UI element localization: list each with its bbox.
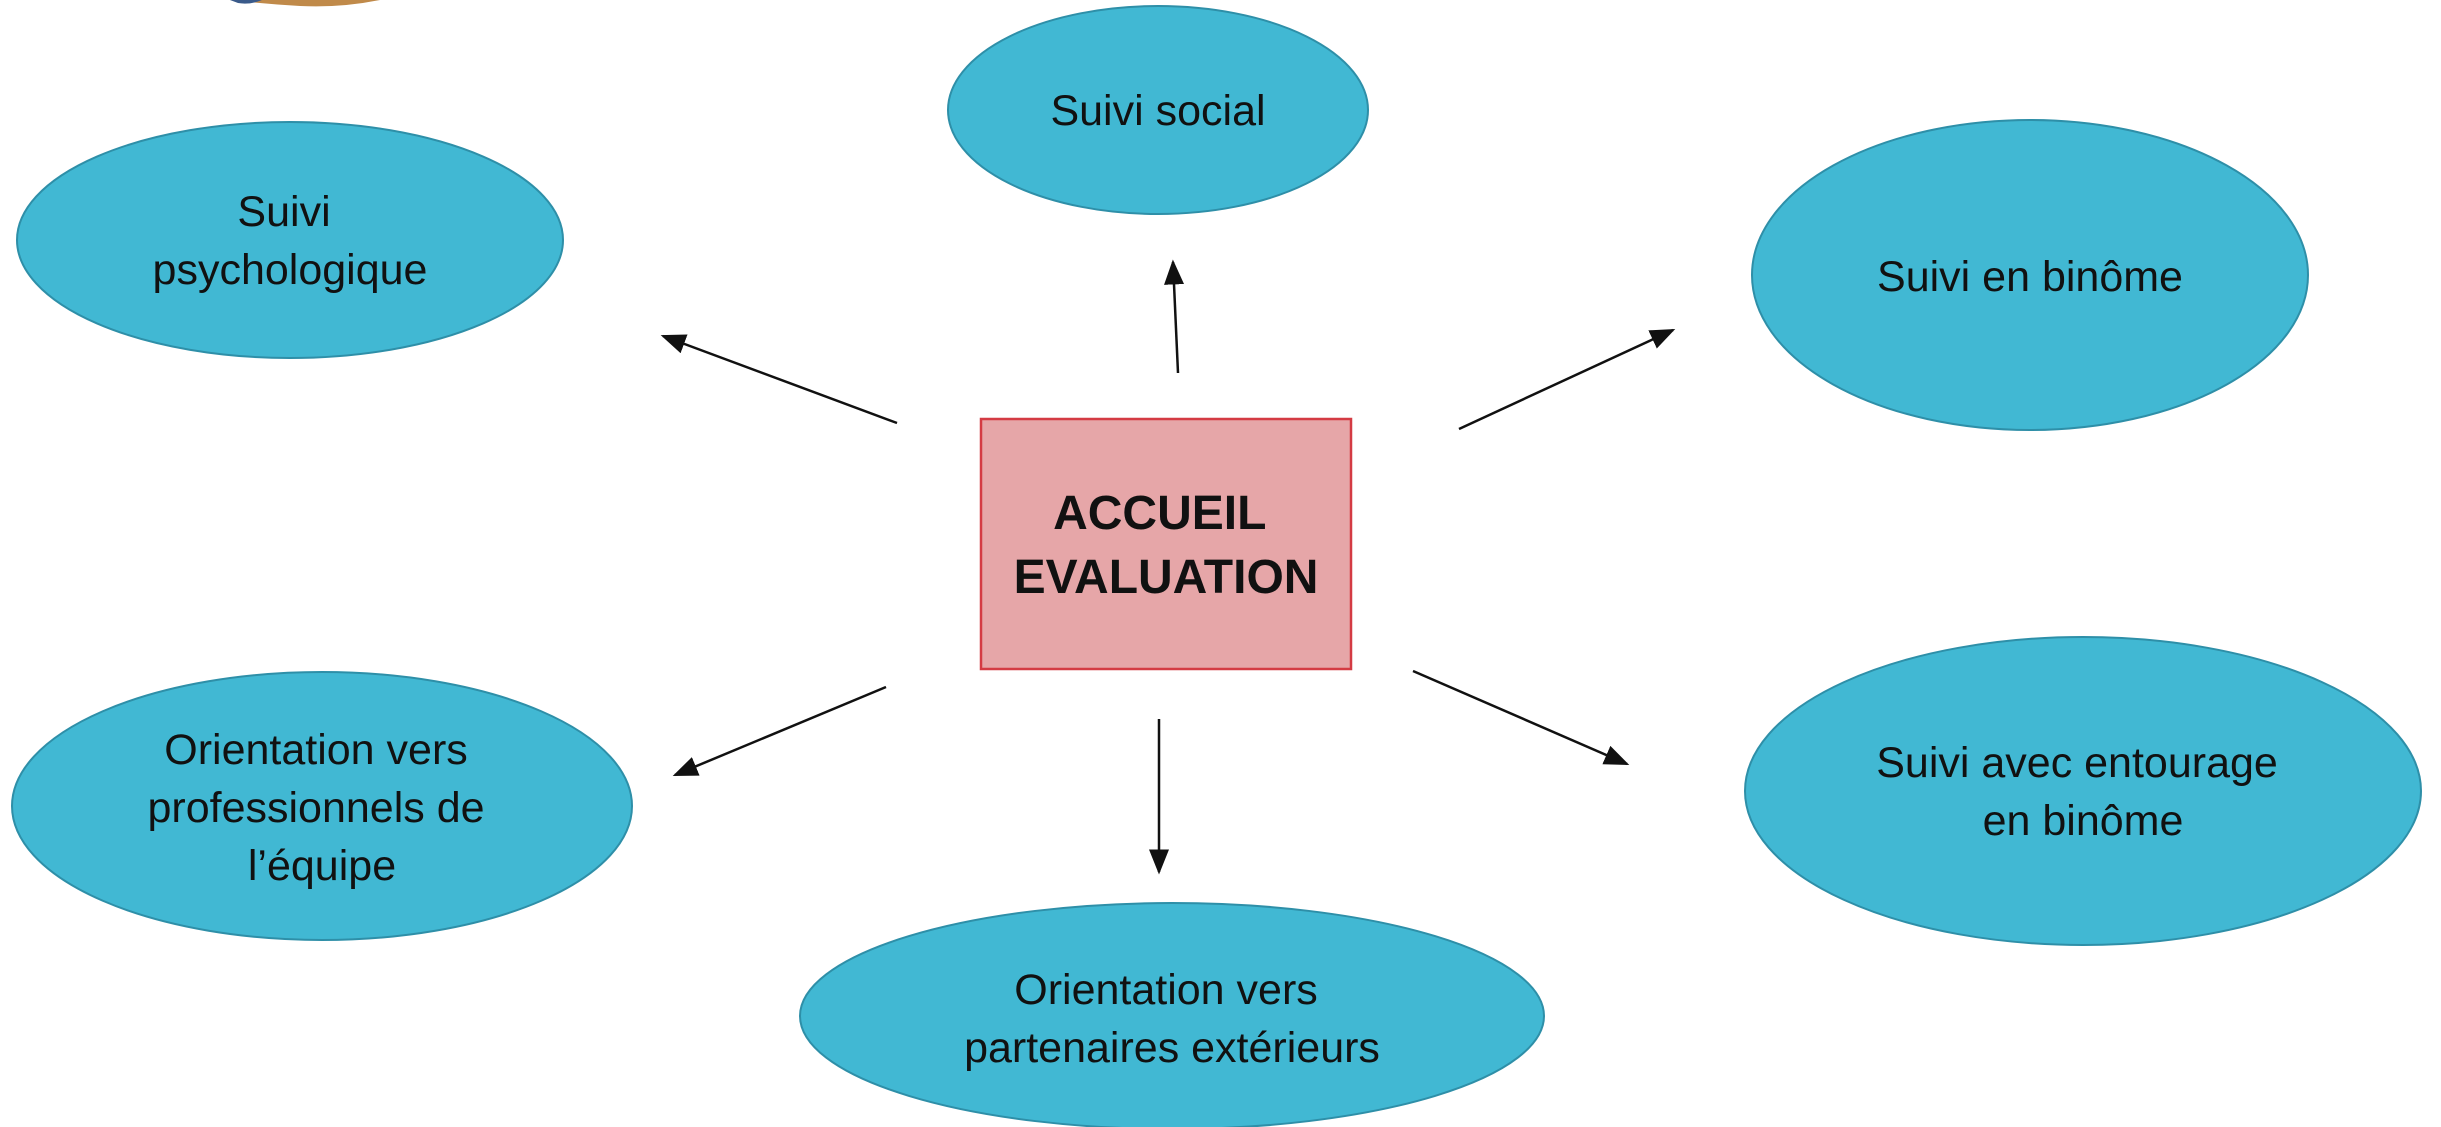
node-suivi-entourage: Suivi avec entourage en binôme (1744, 636, 2422, 946)
node-label: Suivi en binôme (1877, 253, 2183, 301)
partial-logo (230, 0, 380, 7)
node-label: Orientation vers partenaires extérieurs (964, 966, 1380, 1072)
node-ellipse (799, 902, 1545, 1127)
node-suivi-psychologique: Suivi psychologique (16, 121, 564, 359)
arrow-to-suivi-binome (1458, 328, 1676, 431)
node-label: Suivi social (1050, 87, 1265, 135)
node-label-line: psychologique (153, 246, 428, 294)
center-box-shape (979, 417, 1353, 671)
node-ellipse (11, 671, 633, 941)
node-orientation-partenaires: Orientation vers partenaires extérieurs (799, 902, 1545, 1127)
node-ellipse (947, 5, 1369, 215)
node-label-line: Suivi social (1050, 87, 1265, 135)
node-label: Orientation vers professionnels de l’équ… (147, 726, 496, 890)
node-label: Suivi psychologique (153, 188, 428, 294)
arrow-to-suivi-social (1164, 259, 1185, 374)
arrow-to-suivi-psychologique (660, 334, 898, 425)
node-ellipse (1744, 636, 2422, 946)
center-box: ACCUEIL EVALUATION (979, 417, 1353, 671)
arrow-to-suivi-entourage (1412, 669, 1630, 766)
node-ellipse (1751, 119, 2309, 431)
node-suivi-social: Suivi social (947, 5, 1369, 215)
node-label-line: partenaires extérieurs (964, 1024, 1380, 1072)
node-label-line: Suivi (237, 188, 330, 236)
center-title-line: EVALUATION (1014, 551, 1319, 604)
node-orientation-equipe: Orientation vers professionnels de l’équ… (11, 671, 633, 941)
node-label-line: Orientation vers (1014, 966, 1318, 1014)
center-title: ACCUEIL EVALUATION (1014, 487, 1319, 604)
arrow-to-orientation-equipe (672, 685, 887, 777)
arrows (660, 259, 1676, 875)
node-suivi-binome: Suivi en binôme (1751, 119, 2309, 431)
node-label-line: en binôme (1983, 797, 2184, 845)
node-ellipse (16, 121, 564, 359)
node-label-line: Suivi en binôme (1877, 253, 2183, 301)
node-label: Suivi avec entourage en binôme (1876, 739, 2290, 845)
center-title-line: ACCUEIL (1053, 487, 1265, 540)
node-label-line: Suivi avec entourage (1876, 739, 2278, 787)
node-label-line: Orientation vers (164, 726, 468, 774)
node-label-line: l’équipe (248, 842, 396, 890)
node-label-line: professionnels de (147, 784, 484, 832)
